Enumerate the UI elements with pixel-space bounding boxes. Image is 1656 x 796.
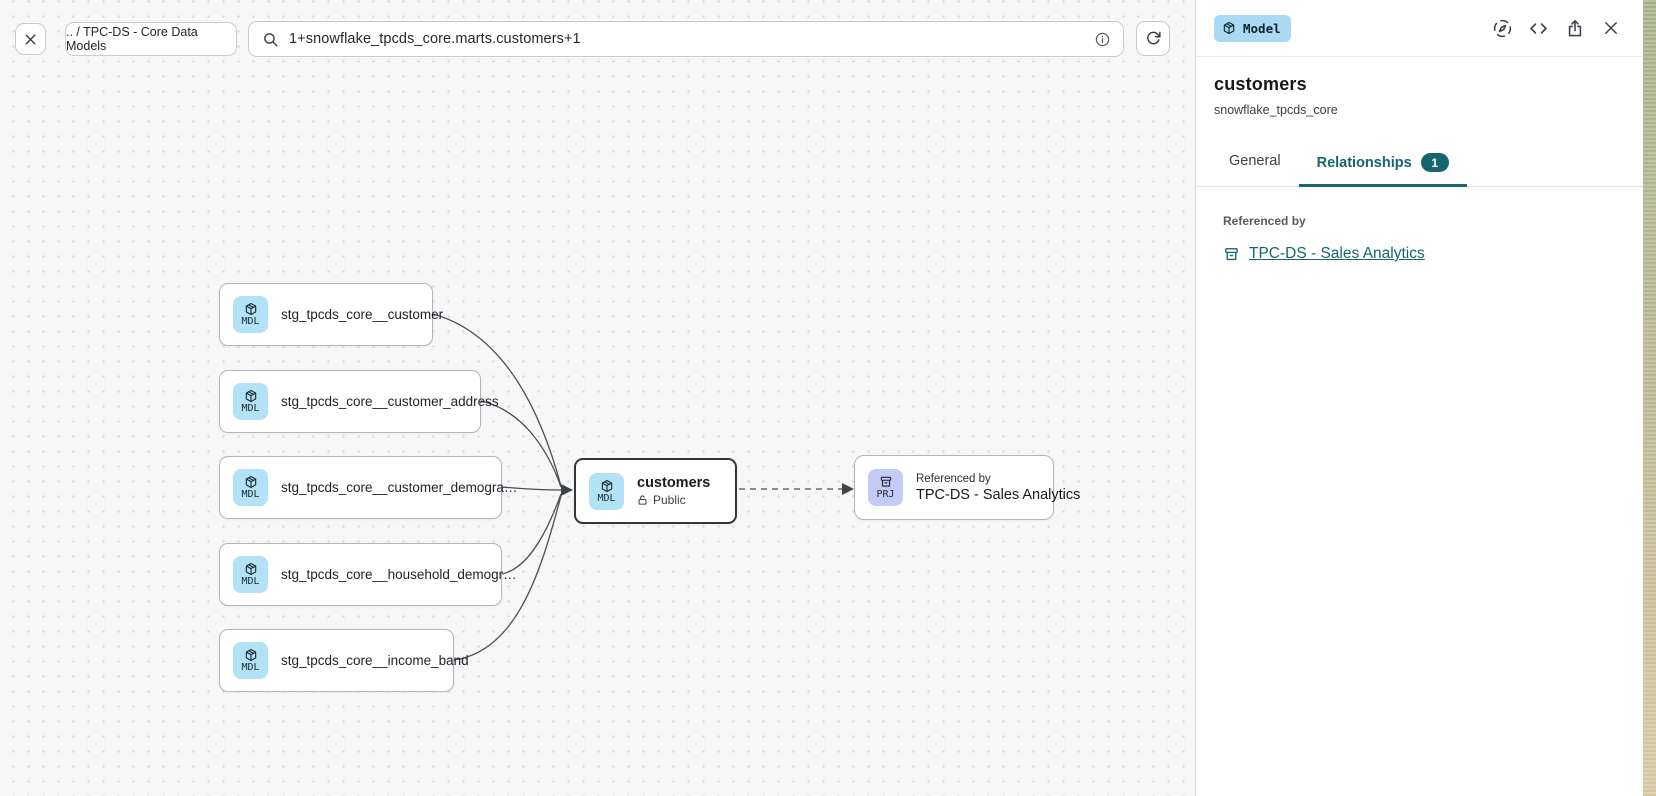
model-badge: MDL [233,296,268,333]
close-icon [23,32,38,47]
resource-type-label: Model [1243,20,1281,36]
search-icon [262,31,279,48]
access-label: Public [653,493,686,507]
info-icon[interactable] [1094,31,1111,48]
model-node-customer-address[interactable]: MDL stg_tpcds_core__customer_address [219,370,499,433]
model-badge: MDL [233,556,268,593]
lock-open-icon [637,494,648,506]
explore-compass-button[interactable] [1491,17,1514,40]
panel-tabs: General Relationships 1 [1196,142,1643,187]
tab-relationships[interactable]: Relationships 1 [1298,142,1467,187]
archive-icon [879,475,893,489]
access-row: Public [637,493,710,507]
desktop-wallpaper-sliver [1643,0,1656,796]
model-node-income-band[interactable]: MDL stg_tpcds_core__income_band [219,629,469,692]
project-badge: PRJ [868,469,903,506]
lineage-search[interactable]: 1+snowflake_tpcds_core.marts.customers+1 [248,21,1124,57]
model-badge: MDL [233,383,268,420]
node-label: stg_tpcds_core__income_band [281,653,469,668]
referenced-by-caption: Referenced by [916,472,991,485]
model-node-customer-demographics[interactable]: MDL stg_tpcds_core__customer_demogra… [219,456,517,519]
details-panel: Model customers snowflake_tpcds_core [1195,0,1643,796]
close-lineage-button[interactable] [15,23,46,55]
panel-title: customers [1214,74,1307,94]
close-panel-button[interactable] [1599,17,1622,40]
model-node-household-demographics[interactable]: MDL stg_tpcds_core__household_demogr… [219,543,517,606]
node-title: customers [637,475,711,491]
panel-actions [1491,17,1622,40]
cube-icon [600,479,614,493]
panel-title-block: customers snowflake_tpcds_core [1196,57,1643,117]
model-badge: MDL [233,469,268,506]
code-button[interactable] [1527,17,1550,40]
cube-icon [244,302,258,316]
refresh-icon [1145,30,1162,47]
panel-header: Model [1196,0,1643,57]
model-badge: MDL [233,642,268,679]
referenced-by-section-label: Referenced by [1223,214,1306,228]
breadcrumb-label: .. / TPC-DS - Core Data Models [66,25,198,53]
resource-type-chip: Model [1214,14,1291,42]
model-node-customers-selected[interactable]: MDL customers Public [574,458,737,524]
cube-icon [244,389,258,403]
node-label: stg_tpcds_core__customer_address [281,394,499,409]
relationships-content: Referenced by TPC-DS - Sales Analytics [1196,187,1643,263]
reference-project-link[interactable]: TPC-DS - Sales Analytics [1249,245,1425,262]
cube-icon [1222,21,1236,35]
cube-icon [244,648,258,662]
node-label: stg_tpcds_core__customer_demogra… [281,480,518,495]
arrowhead-in [561,484,573,496]
relationships-count-badge: 1 [1420,153,1449,172]
model-node-customer[interactable]: MDL stg_tpcds_core__customer [219,283,443,346]
node-label: stg_tpcds_core__customer [281,307,444,322]
arrowhead-out [842,483,854,495]
cube-icon [244,475,258,489]
model-badge: MDL [589,472,624,510]
node-label: stg_tpcds_core__household_demogr… [281,567,517,582]
share-export-button[interactable] [1563,17,1586,40]
panel-subtitle: snowflake_tpcds_core [1214,103,1338,117]
project-node-sales-analytics[interactable]: PRJ Referenced by TPC-DS - Sales Analyti… [854,455,1080,520]
breadcrumb[interactable]: .. / TPC-DS - Core Data Models [65,22,237,56]
reference-link-row: TPC-DS - Sales Analytics [1223,245,1625,263]
search-query-value[interactable]: 1+snowflake_tpcds_core.marts.customers+1 [289,31,581,47]
edge-household-demographics [501,493,562,575]
project-title: TPC-DS - Sales Analytics [916,486,1081,503]
cube-icon [244,562,258,576]
tab-general[interactable]: General [1229,153,1281,169]
refresh-lineage-button[interactable] [1136,21,1170,56]
archive-icon [1223,246,1240,263]
